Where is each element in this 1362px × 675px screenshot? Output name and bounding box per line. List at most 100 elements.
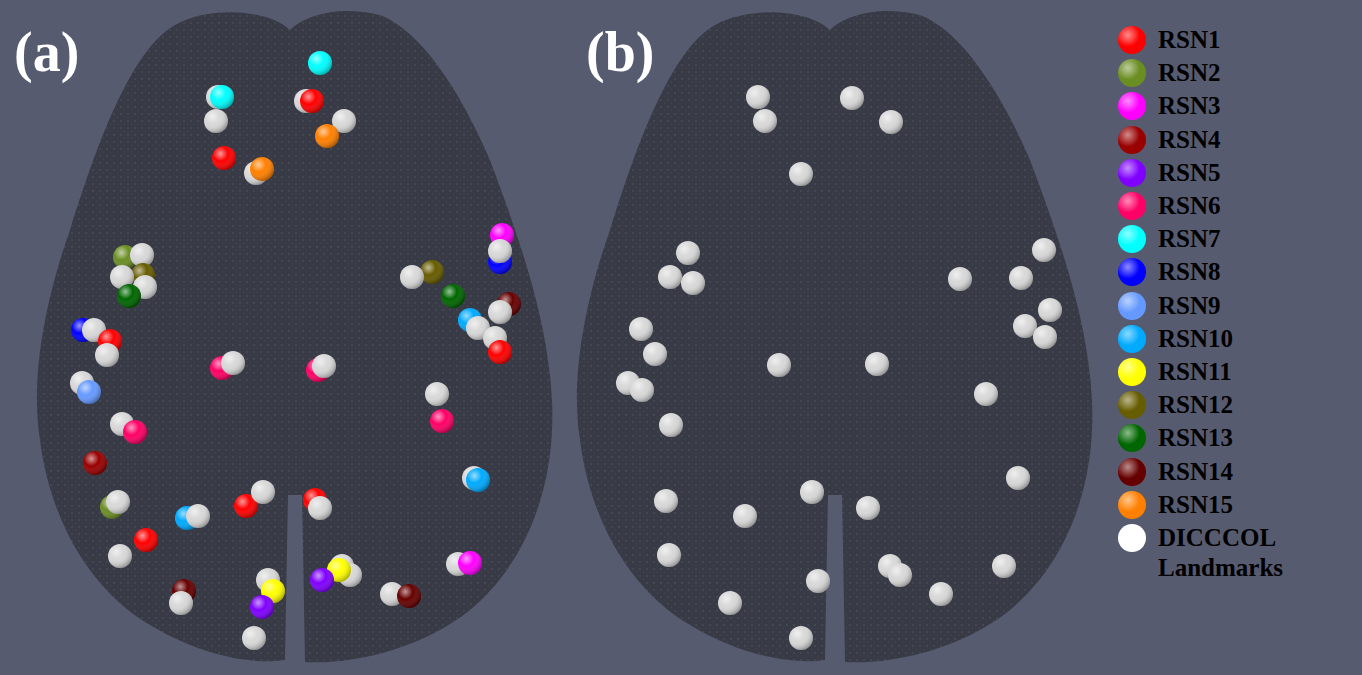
- landmark-sphere: [488, 340, 512, 364]
- sphere-body: [746, 85, 770, 109]
- brain-outline: [577, 11, 1093, 662]
- legend-row: RSN3: [1118, 91, 1318, 121]
- sphere-body: [753, 109, 777, 133]
- sphere-shine: [718, 591, 742, 615]
- sphere-body: [441, 284, 465, 308]
- sphere-body: [1009, 266, 1033, 290]
- sphere-shine: [879, 110, 903, 134]
- legend-text: RSN3: [1158, 91, 1318, 121]
- sphere-shine: [250, 595, 274, 619]
- sphere-shine: [800, 480, 824, 504]
- sphere-body: [242, 626, 266, 650]
- landmark-sphere: [767, 353, 791, 377]
- sphere-shine: [840, 86, 864, 110]
- landmark-sphere: [629, 317, 653, 341]
- sphere-body: [1038, 298, 1062, 322]
- sphere-body: [425, 382, 449, 406]
- legend-row: RSN14: [1118, 457, 1318, 487]
- sphere-body: [948, 267, 972, 291]
- sphere-shine: [789, 162, 813, 186]
- sphere-body: [308, 496, 332, 520]
- sphere-body: [315, 124, 339, 148]
- legend-text: RSN11: [1158, 357, 1318, 387]
- sphere-body: [123, 420, 147, 444]
- landmark-sphere: [806, 569, 830, 593]
- landmark-sphere: [488, 239, 512, 263]
- sphere-body: [789, 162, 813, 186]
- landmark-sphere: [250, 157, 274, 181]
- sphere-shine: [108, 544, 132, 568]
- sphere-shine: [212, 146, 236, 170]
- landmark-sphere: [1009, 266, 1033, 290]
- landmark-sphere: [929, 582, 953, 606]
- landmark-sphere: [488, 300, 512, 324]
- legend-row: RSN11: [1118, 357, 1318, 387]
- landmark-sphere: [242, 626, 266, 650]
- sphere-shine: [888, 563, 912, 587]
- landmark-sphere: [83, 451, 107, 475]
- legend-swatch: [1118, 192, 1146, 220]
- legend-text: DICCCOL Landmarks: [1158, 523, 1318, 583]
- landmark-sphere: [204, 109, 228, 133]
- legend-row: RSN7: [1118, 224, 1318, 254]
- sphere-body: [767, 353, 791, 377]
- legend-row: RSN15: [1118, 490, 1318, 520]
- sphere-body: [420, 260, 444, 284]
- sphere-body: [250, 595, 274, 619]
- sphere-body: [629, 317, 653, 341]
- sphere-body: [312, 354, 336, 378]
- landmark-sphere: [106, 490, 130, 514]
- sphere-shine: [865, 352, 889, 376]
- sphere-body: [879, 110, 903, 134]
- sphere-body: [654, 489, 678, 513]
- sphere-shine: [397, 584, 421, 608]
- landmark-sphere: [251, 480, 275, 504]
- sphere-shine: [466, 468, 490, 492]
- sphere-body: [169, 591, 193, 615]
- sphere-shine: [1032, 238, 1056, 262]
- sphere-shine: [186, 504, 210, 528]
- legend-text: RSN12: [1158, 390, 1318, 420]
- landmark-sphere: [1038, 298, 1062, 322]
- landmark-sphere: [312, 354, 336, 378]
- sphere-shine: [420, 260, 444, 284]
- landmark-sphere: [948, 267, 972, 291]
- landmark-sphere: [210, 85, 234, 109]
- sphere-shine: [658, 265, 682, 289]
- landmark-sphere: [315, 124, 339, 148]
- sphere-body: [789, 626, 813, 650]
- sphere-shine: [629, 317, 653, 341]
- landmark-sphere: [643, 342, 667, 366]
- landmark-sphere: [800, 480, 824, 504]
- landmark-sphere: [746, 85, 770, 109]
- landmark-sphere: [1032, 238, 1056, 262]
- sphere-body: [134, 528, 158, 552]
- sphere-shine: [929, 582, 953, 606]
- legend-swatch: [1118, 424, 1146, 452]
- landmark-sphere: [753, 109, 777, 133]
- sphere-body: [488, 239, 512, 263]
- sphere-shine: [310, 568, 334, 592]
- sphere-shine: [654, 489, 678, 513]
- legend-row: RSN8: [1118, 257, 1318, 287]
- sphere-shine: [123, 420, 147, 444]
- sphere-body: [488, 340, 512, 364]
- sphere-shine: [441, 284, 465, 308]
- landmark-sphere: [992, 554, 1016, 578]
- sphere-shine: [308, 51, 332, 75]
- sphere-body: [83, 451, 107, 475]
- sphere-shine: [250, 157, 274, 181]
- landmark-sphere: [186, 504, 210, 528]
- sphere-body: [95, 343, 119, 367]
- landmark-sphere: [659, 413, 683, 437]
- sphere-body: [204, 109, 228, 133]
- sphere-shine: [106, 490, 130, 514]
- landmark-sphere: [974, 382, 998, 406]
- sphere-shine: [789, 626, 813, 650]
- legend-swatch: [1118, 26, 1146, 54]
- sphere-body: [117, 284, 141, 308]
- sphere-shine: [169, 591, 193, 615]
- sphere-shine: [242, 626, 266, 650]
- landmark-sphere: [425, 382, 449, 406]
